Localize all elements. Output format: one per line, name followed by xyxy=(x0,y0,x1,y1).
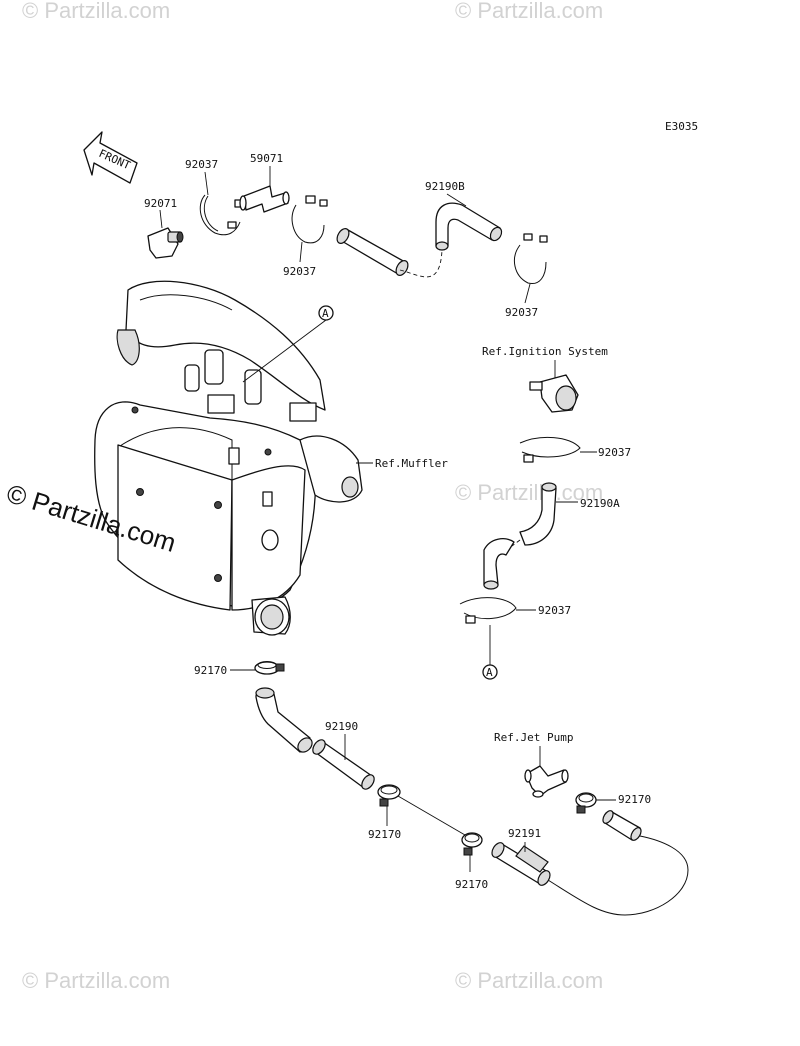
label-92037-top-left: 92037 xyxy=(185,158,218,171)
muffler-body-illustration xyxy=(94,280,363,636)
ref-ignition-system: Ref.Ignition System xyxy=(482,345,608,358)
watermark-bottom-left: © Partzilla.com xyxy=(22,968,171,993)
label-92037-ignition: 92037 xyxy=(598,446,631,459)
watermark-middle-right: © Partzilla.com xyxy=(455,480,604,505)
long-hose-92191 xyxy=(547,835,689,916)
hose-connection-dash-1 xyxy=(399,249,443,278)
clamp-92170-middle xyxy=(377,784,401,807)
clamp-92037-lower xyxy=(459,597,517,624)
label-92190b: 92190B xyxy=(425,180,465,193)
plug-92071-illustration xyxy=(147,227,184,259)
fitting-59071-illustration xyxy=(239,185,290,213)
label-92170-right: 92170 xyxy=(618,793,651,806)
watermark-bottom-right: © Partzilla.com xyxy=(455,968,604,993)
hose-92191-illustration xyxy=(491,810,642,886)
label-92071: 92071 xyxy=(144,197,177,210)
label-59071: 59071 xyxy=(250,152,283,165)
front-arrow-icon: FRONT xyxy=(83,131,138,184)
jet-pump-fitting-illustration xyxy=(524,765,569,798)
hose-92190a-illustration xyxy=(483,482,557,590)
label-92191: 92191 xyxy=(508,827,541,840)
clamp-92037-right xyxy=(513,233,548,285)
label-92170-lower: 92170 xyxy=(455,878,488,891)
callout-a-top: A xyxy=(318,305,334,321)
hose-92190b-illustration xyxy=(336,202,503,276)
watermark-top-right: © Partzilla.com xyxy=(455,0,604,23)
label-92190a: 92190A xyxy=(580,497,620,510)
clamp-92037-middle xyxy=(291,195,328,244)
svg-text:A: A xyxy=(322,307,329,320)
clamp-92170-right xyxy=(575,792,597,814)
clamp-92170-lower xyxy=(461,832,483,856)
callout-a-bottom: A xyxy=(482,664,498,680)
watermark-top-left: © Partzilla.com xyxy=(22,0,171,23)
hose-92190-illustration xyxy=(255,687,375,790)
label-92170-top: 92170 xyxy=(194,664,227,677)
label-92037-right: 92037 xyxy=(505,306,538,319)
ref-jet-pump: Ref.Jet Pump xyxy=(494,731,573,744)
svg-text:A: A xyxy=(486,666,493,679)
clamp-92037-top-left xyxy=(199,194,245,236)
label-92037-middle: 92037 xyxy=(283,265,316,278)
ref-muffler: Ref.Muffler xyxy=(375,457,448,470)
label-92190: 92190 xyxy=(325,720,358,733)
diagram-code: E3035 xyxy=(665,120,698,133)
clamp-92170-top xyxy=(254,661,285,675)
ignition-fitting-illustration xyxy=(529,374,579,413)
label-92170-middle: 92170 xyxy=(368,828,401,841)
label-92037-lower: 92037 xyxy=(538,604,571,617)
clamp-92037-ignition xyxy=(519,436,581,463)
hose-connection-dash-2 xyxy=(511,539,521,547)
